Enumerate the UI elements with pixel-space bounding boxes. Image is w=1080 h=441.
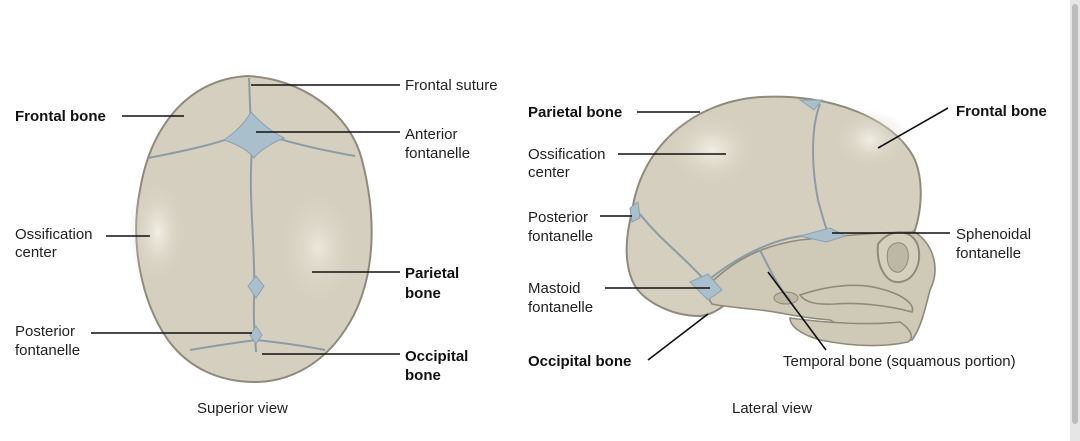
label-ossification-superior-line2: center xyxy=(15,244,57,261)
superior-ossification-glow-right xyxy=(276,186,360,310)
label-frontal-bone-lateral: Frontal bone xyxy=(956,103,1047,120)
lateral-lambdoid-suture xyxy=(639,213,707,283)
label-occipital-superior-line1: Occipital xyxy=(405,348,468,365)
label-posterior-lateral-line1: Posterior xyxy=(528,209,588,226)
lateral-top-fontanelle xyxy=(798,99,824,111)
superior-view-skull xyxy=(128,74,373,384)
superior-ossification-glow-left xyxy=(128,177,188,287)
lateral-leader-lines xyxy=(600,107,950,361)
lateral-coronal-suture xyxy=(812,103,829,235)
label-ossification-superior-line1: Ossification xyxy=(15,226,93,243)
scrollbar-thumb[interactable] xyxy=(1072,4,1078,424)
label-mastoid-line2: fontanelle xyxy=(528,299,593,316)
label-frontal-bone-superior: Frontal bone xyxy=(15,108,106,125)
posterior-fontanelle-superior xyxy=(249,325,263,345)
label-mastoid-line1: Mastoid xyxy=(528,280,581,297)
superior-leader-lines xyxy=(91,84,400,355)
label-anterior-fontanelle-line2: fontanelle xyxy=(405,145,470,162)
label-parietal-superior-line2: bone xyxy=(405,285,441,302)
lateral-zygomatic xyxy=(798,284,914,313)
label-temporal-bone: Temporal bone (squamous portion) xyxy=(783,353,1016,370)
label-ossification-lateral-line2: center xyxy=(528,164,570,181)
label-anterior-fontanelle-line1: Anterior xyxy=(405,126,458,143)
label-sphenoidal-line2: fontanelle xyxy=(956,245,1021,262)
label-parietal-bone-lateral: Parietal bone xyxy=(528,104,622,121)
lateral-ossification-glow-parietal xyxy=(664,112,760,188)
label-occipital-bone-lateral: Occipital bone xyxy=(528,353,631,370)
lateral-ear-canal xyxy=(773,291,799,305)
label-posterior-superior-line2: fontanelle xyxy=(15,342,80,359)
posterior-fontanelle-lateral xyxy=(629,201,641,223)
lateral-mandible xyxy=(789,317,913,347)
label-parietal-superior-line1: Parietal xyxy=(405,265,459,282)
mastoid-fontanelle-lateral xyxy=(689,273,723,301)
lateral-orbit-inner xyxy=(886,242,909,273)
caption-lateral-view: Lateral view xyxy=(732,400,812,417)
vertical-scrollbar[interactable] xyxy=(1070,0,1080,441)
superior-mid-fontanelle xyxy=(247,275,265,299)
label-occipital-superior-line2: bone xyxy=(405,367,441,384)
sphenoidal-fontanelle-lateral xyxy=(799,227,848,243)
label-frontal-suture: Frontal suture xyxy=(405,77,498,94)
label-posterior-superior-line1: Posterior xyxy=(15,323,75,340)
label-posterior-lateral-line2: fontanelle xyxy=(528,228,593,245)
lateral-ossification-glow-frontal xyxy=(832,110,908,170)
caption-superior-view: Superior view xyxy=(197,400,288,417)
label-sphenoidal-line1: Sphenoidal xyxy=(956,226,1031,243)
lateral-view-skull xyxy=(625,95,936,347)
label-ossification-lateral-line1: Ossification xyxy=(528,146,606,163)
